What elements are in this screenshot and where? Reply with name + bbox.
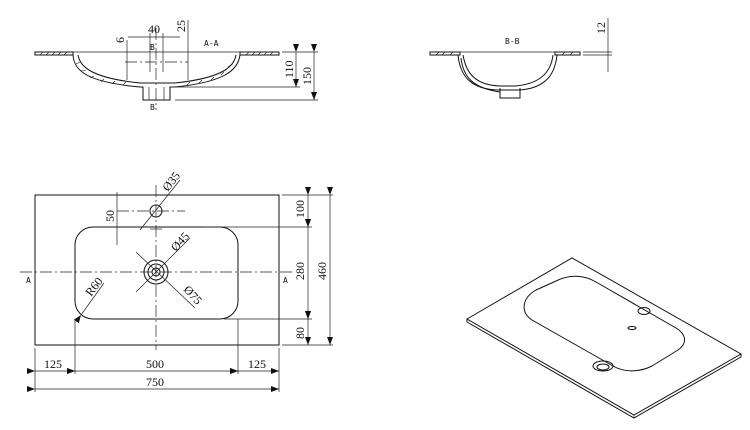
section-aa-title: A-A (204, 39, 219, 48)
section-bb-view: B-B 12 (429, 18, 612, 99)
section-bb-title: B-B (505, 37, 520, 46)
dim-tap-hole: Ø35 (159, 169, 183, 194)
dim-top-margin: 100 (293, 200, 307, 218)
dim-tap-offset: 50 (103, 210, 117, 222)
dim-40: 40 (148, 22, 160, 36)
dim-corner-radius: R60 (82, 274, 105, 298)
marker-b-bottom: B (150, 103, 155, 112)
dim-bowl-width: 500 (146, 357, 164, 371)
dim-25: 25 (174, 20, 188, 32)
dim-overall-width: 750 (146, 375, 164, 389)
dim-drain-outer: Ø75 (181, 283, 205, 308)
dim-left-margin: 125 (44, 357, 62, 371)
marker-a-right: A (283, 276, 288, 285)
dim-drain-inner: Ø45 (168, 229, 192, 254)
dim-bowl-depth: 280 (293, 262, 307, 280)
marker-b-top: B (150, 43, 155, 52)
dim-overall-depth: 460 (315, 262, 329, 280)
isometric-view (466, 257, 743, 419)
dim-110: 110 (282, 60, 296, 78)
dim-6: 6 (113, 37, 127, 43)
plan-view: Ø35 50 Ø45 Ø75 R60 A A 100 280 80 460 (20, 169, 333, 392)
section-aa-view: 40 6 25 B B A-A 110 150 (34, 20, 318, 112)
dim-right-margin: 125 (248, 357, 266, 371)
dim-150: 150 (300, 67, 314, 85)
dim-bottom-margin: 80 (293, 327, 307, 339)
marker-a-left: A (26, 276, 31, 285)
dim-12: 12 (594, 22, 608, 34)
